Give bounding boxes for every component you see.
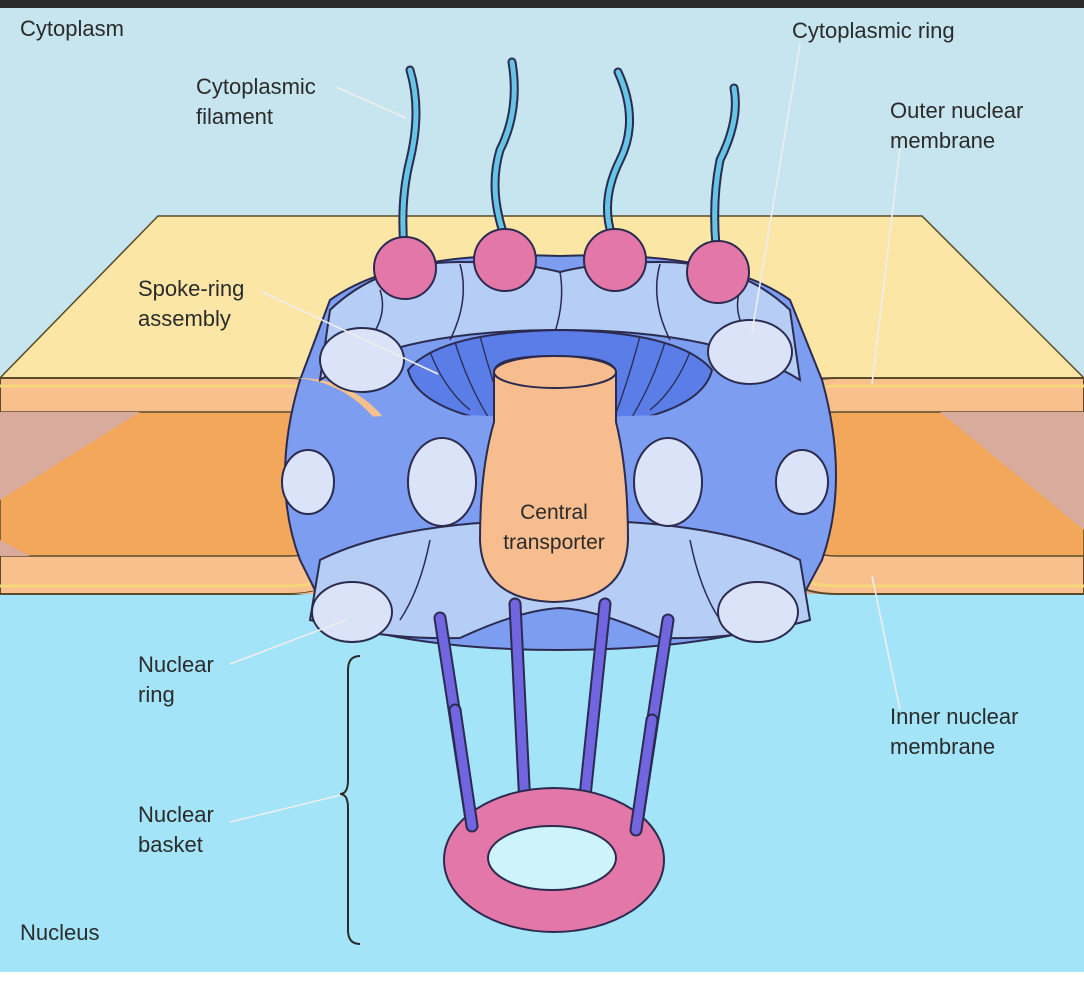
inner-membrane-label-line1: Inner nuclear	[890, 704, 1019, 729]
upper-ring-seam-3	[655, 263, 671, 341]
spoke-ring-label-line2: assembly	[138, 306, 231, 331]
left-spoke-lobe	[281, 449, 335, 515]
cytoplasmic-filaments	[398, 57, 740, 253]
nuclear-basket-hole	[487, 825, 617, 891]
nuclear-basket-label-line1: Nuclear	[138, 802, 214, 827]
upper-left-lobe	[319, 327, 405, 393]
basket-rods-front	[448, 703, 659, 837]
cytoplasmic-ring-label: Cytoplasmic ring	[792, 18, 955, 43]
left-lumen-shade	[0, 412, 140, 500]
cytoplasmic-filament-label-line1: Cytoplasmic	[196, 74, 316, 99]
central-transporter-top	[493, 355, 617, 389]
central-transporter-label-line2: transporter	[503, 531, 605, 554]
upper-ring-seam-2	[554, 271, 563, 333]
inner-membrane-label-line2: membrane	[890, 734, 996, 759]
spoke-ring-label-line1: Spoke-ring	[138, 276, 245, 301]
inner-right-lobe	[633, 437, 703, 527]
right-spoke-lobe	[775, 449, 829, 515]
outer-membrane-label-line1: Outer nuclear	[890, 98, 1024, 123]
right-lumen-shade	[940, 412, 1084, 530]
cytoplasmic-knob-1	[373, 236, 437, 300]
bottom-border	[0, 972, 1084, 994]
nucleus-label: Nucleus	[20, 920, 100, 945]
nuclear-basket-brace	[339, 655, 361, 945]
cytoplasmic-knob-3	[583, 228, 647, 292]
cytoplasm-label: Cytoplasm	[20, 16, 124, 41]
cytoplasmic-knob-2	[473, 228, 537, 292]
nuclear-ring-label-line1: Nuclear	[138, 652, 214, 677]
upper-right-lobe	[707, 319, 793, 385]
nuclear-ring-left-lobe	[311, 581, 393, 643]
nuclear-ring-right-lobe	[717, 581, 799, 643]
nuclear-ring-label-line2: ring	[138, 682, 175, 707]
lower-ring-seam-2	[689, 539, 721, 621]
outer-membrane-label-line2: membrane	[890, 128, 996, 153]
nuclear-basket-label-line2: basket	[138, 832, 203, 857]
left-lumen-shade-lower	[0, 540, 30, 556]
central-transporter-label-line1: Central	[520, 501, 588, 524]
upper-ring-seam-1	[449, 263, 465, 341]
cytoplasmic-knob-4	[686, 240, 750, 304]
inner-left-lobe	[407, 437, 477, 527]
lower-ring-seam-1	[399, 539, 431, 621]
top-border	[0, 0, 1084, 8]
cytoplasmic-filament-label-line2: filament	[196, 104, 274, 129]
leader-lines	[229, 43, 901, 823]
central-transporter	[478, 354, 630, 604]
